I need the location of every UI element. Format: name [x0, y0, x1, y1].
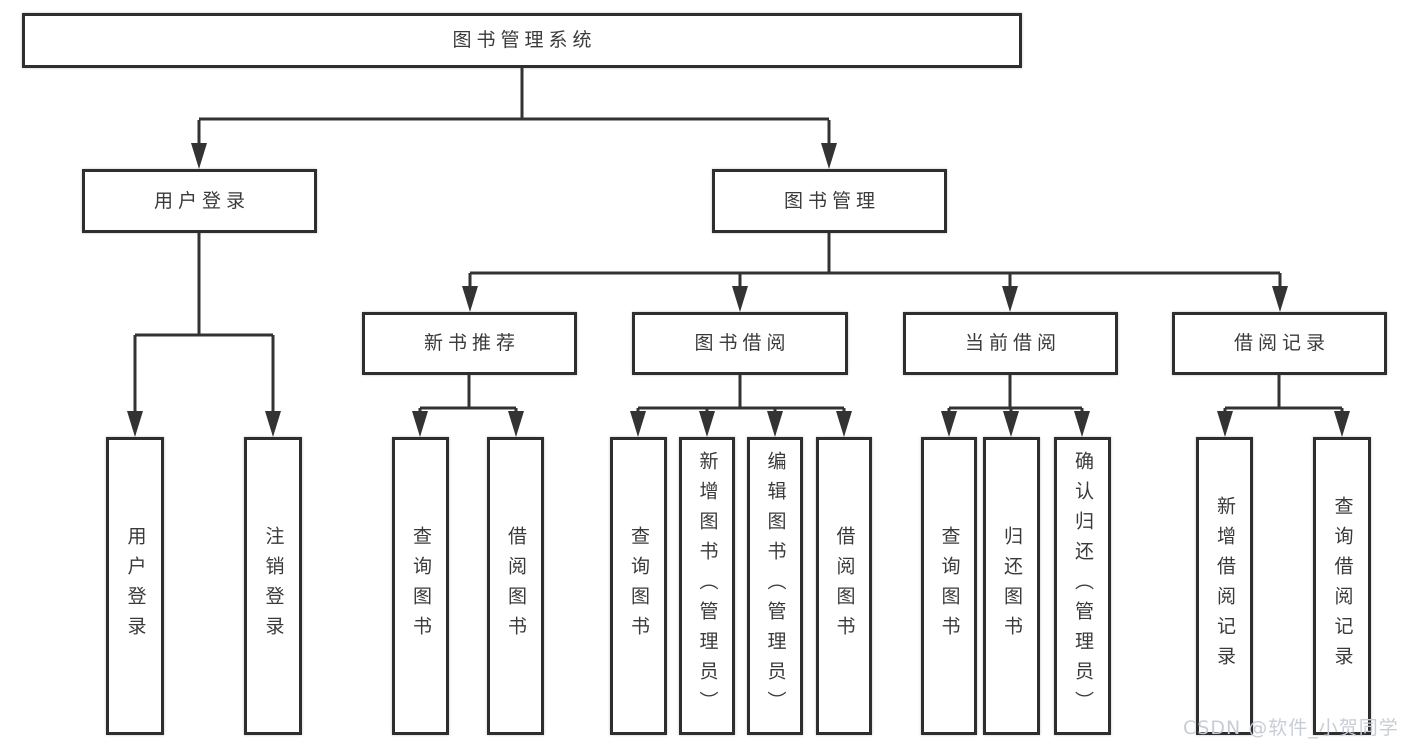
leaf-label: 查询图书: [938, 526, 961, 646]
leaf-label: 借阅图书: [833, 526, 856, 646]
leaf-label: 用户登录: [124, 526, 147, 646]
leaf-label: 确认归还（管理员）: [1072, 451, 1094, 721]
leaf-borrowing-edit-books-admin: 编辑图书（管理员）: [747, 437, 803, 735]
arrowhead: [1074, 411, 1090, 437]
connector-mgmt-to-level3: [468, 233, 1282, 288]
arrowhead: [821, 143, 837, 169]
arrowhead: [412, 411, 428, 437]
node-borrow-records: 借阅记录: [1172, 312, 1387, 375]
leaf-records-query-borrow-record: 查询借阅记录: [1313, 437, 1371, 735]
connector-records-to-leaves: [1223, 375, 1344, 413]
arrowhead: [508, 411, 524, 437]
arrowhead: [462, 286, 478, 312]
node-label: 当前借阅: [964, 332, 1061, 354]
arrowhead: [265, 411, 281, 437]
node-library-management-system: 图书管理系统: [22, 13, 1022, 68]
connector-current-to-leaves: [947, 375, 1084, 413]
leaf-borrowing-add-books-admin: 新增图书（管理员）: [679, 437, 735, 735]
leaf-borrowing-borrow-books: 借阅图书: [816, 437, 872, 735]
node-label: 用户登录: [153, 189, 250, 212]
leaf-label: 借阅图书: [505, 526, 527, 646]
connector-root-to-level2: [197, 68, 831, 146]
node-book-management: 图书管理: [712, 169, 947, 233]
node-current-borrowing: 当前借阅: [903, 312, 1118, 375]
leaf-logout: 注销登录: [244, 437, 302, 735]
leaf-label: 查询图书: [410, 526, 432, 646]
leaf-user-login: 用户登录: [106, 437, 164, 735]
leaf-records-add-borrow-record: 新增借阅记录: [1196, 437, 1253, 735]
leaf-label: 注销登录: [262, 526, 285, 646]
leaf-recommend-borrow-books: 借阅图书: [487, 437, 544, 735]
arrowhead: [767, 411, 783, 437]
arrowhead: [191, 143, 207, 169]
node-book-borrowing: 图书借阅: [632, 312, 848, 375]
arrowhead: [1003, 411, 1019, 437]
arrowhead: [1272, 286, 1288, 312]
arrowhead: [836, 411, 852, 437]
connector-rec-to-leaves: [418, 375, 518, 413]
leaf-label: 新增借阅记录: [1214, 496, 1236, 676]
node-label: 借阅记录: [1233, 332, 1330, 354]
csdn-watermark: CSDN @软件_小贺同学: [1183, 717, 1399, 739]
leaf-borrowing-query-books: 查询图书: [610, 437, 667, 735]
leaf-current-return-books: 归还图书: [983, 437, 1040, 735]
node-label: 图书借阅: [694, 332, 791, 354]
leaf-label: 新增图书（管理员）: [696, 451, 719, 721]
arrowhead: [127, 411, 143, 437]
arrowhead: [699, 411, 715, 437]
arrowhead: [1217, 411, 1233, 437]
leaf-label: 编辑图书（管理员）: [764, 451, 787, 721]
node-label: 新书推荐: [423, 332, 520, 354]
arrowhead: [1334, 411, 1350, 437]
leaf-current-confirm-return-admin: 确认归还（管理员）: [1054, 437, 1111, 735]
connector-login-to-leaves: [133, 233, 275, 413]
leaf-label: 归还图书: [1001, 526, 1023, 646]
leaf-recommend-query-books: 查询图书: [392, 437, 449, 735]
arrowhead: [630, 411, 646, 437]
node-label: 图书管理: [783, 189, 880, 212]
connector-borrow-to-leaves: [636, 375, 846, 413]
leaf-current-query-books: 查询图书: [921, 437, 977, 735]
leaf-label: 查询借阅记录: [1331, 496, 1354, 676]
leaf-label: 查询图书: [628, 526, 650, 646]
node-user-login: 用户登录: [82, 169, 317, 233]
arrowhead: [941, 411, 957, 437]
node-label: 图书管理系统: [452, 29, 597, 51]
arrowhead: [1002, 286, 1018, 312]
node-new-book-recommend: 新书推荐: [362, 312, 577, 375]
arrowhead: [732, 286, 748, 312]
